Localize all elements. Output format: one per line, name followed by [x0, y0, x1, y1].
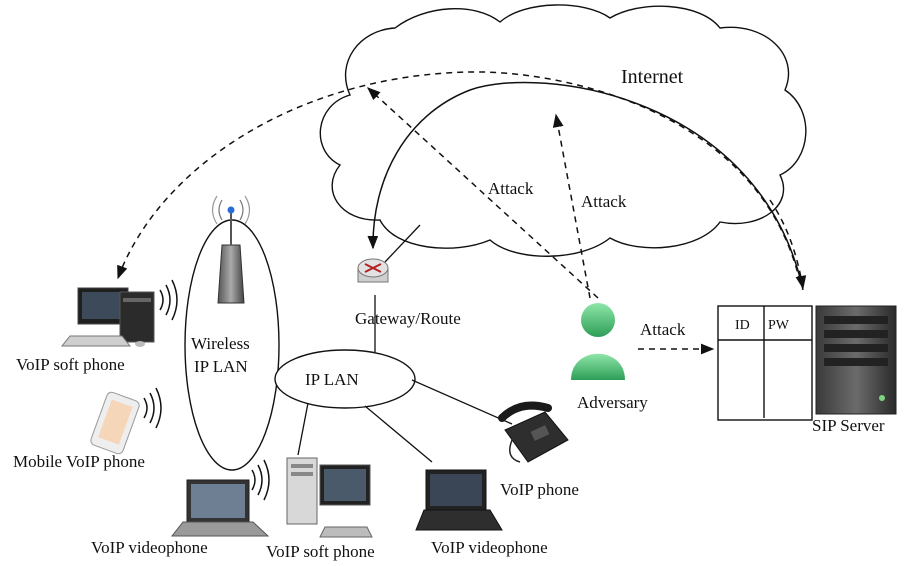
desktop-computer-icon — [60, 287, 155, 347]
link-gateway-internet — [384, 224, 421, 263]
laptop-icon — [170, 479, 270, 537]
wireless-access-point-icon — [211, 195, 251, 304]
attack-label-2: Attack — [581, 192, 627, 211]
signal-arc — [367, 81, 804, 291]
ip-lan-label: IP LAN — [305, 370, 359, 389]
wireless-signal-icon — [143, 387, 162, 429]
table-header-pw: PW — [768, 318, 789, 333]
table-header-id: ID — [735, 318, 750, 333]
router-icon — [357, 258, 389, 283]
mobile-phone-icon — [90, 391, 140, 455]
sip-server-label: SIP Server — [812, 416, 885, 435]
attack-label-1: Attack — [488, 179, 534, 198]
internet-cloud — [319, 4, 807, 257]
adversary-label: Adversary — [577, 393, 648, 412]
laptop-icon — [415, 469, 503, 531]
attack-arrow-1 — [367, 87, 599, 299]
wireless-label-line2: IP LAN — [194, 357, 248, 376]
server-tower-icon — [815, 305, 897, 415]
desk-phone-icon — [498, 401, 569, 463]
ip-lan-ellipse — [274, 349, 416, 409]
dashed-arc-server-end — [769, 199, 807, 290]
gateway-label: Gateway/Route — [355, 309, 461, 328]
dashed-call-arc — [117, 71, 801, 283]
device-label-voip-soft-phone-bottom: VoIP soft phone — [266, 542, 375, 561]
credential-table — [717, 305, 813, 421]
wireless-label-line1: Wireless — [191, 334, 250, 353]
device-label-voip-videophone-left: VoIP videophone — [91, 538, 208, 557]
device-label-voip-phone: VoIP phone — [500, 480, 579, 499]
internet-label: Internet — [621, 66, 684, 88]
attack-label-3: Attack — [640, 320, 686, 339]
desktop-computer-icon — [286, 457, 373, 538]
attack-arrow-2 — [552, 113, 591, 299]
device-label-mobile-voip-phone: Mobile VoIP phone — [13, 452, 145, 471]
link-lan-softphone — [297, 402, 309, 456]
user-icon — [571, 303, 625, 380]
link-lan-voipphone — [411, 379, 513, 425]
device-label-voip-soft-phone-left: VoIP soft phone — [16, 355, 125, 374]
wireless-signal-icon — [251, 459, 270, 501]
wireless-signal-icon — [159, 279, 178, 321]
link-lan-videophone — [364, 405, 433, 463]
device-label-voip-videophone-bottom: VoIP videophone — [431, 538, 548, 557]
